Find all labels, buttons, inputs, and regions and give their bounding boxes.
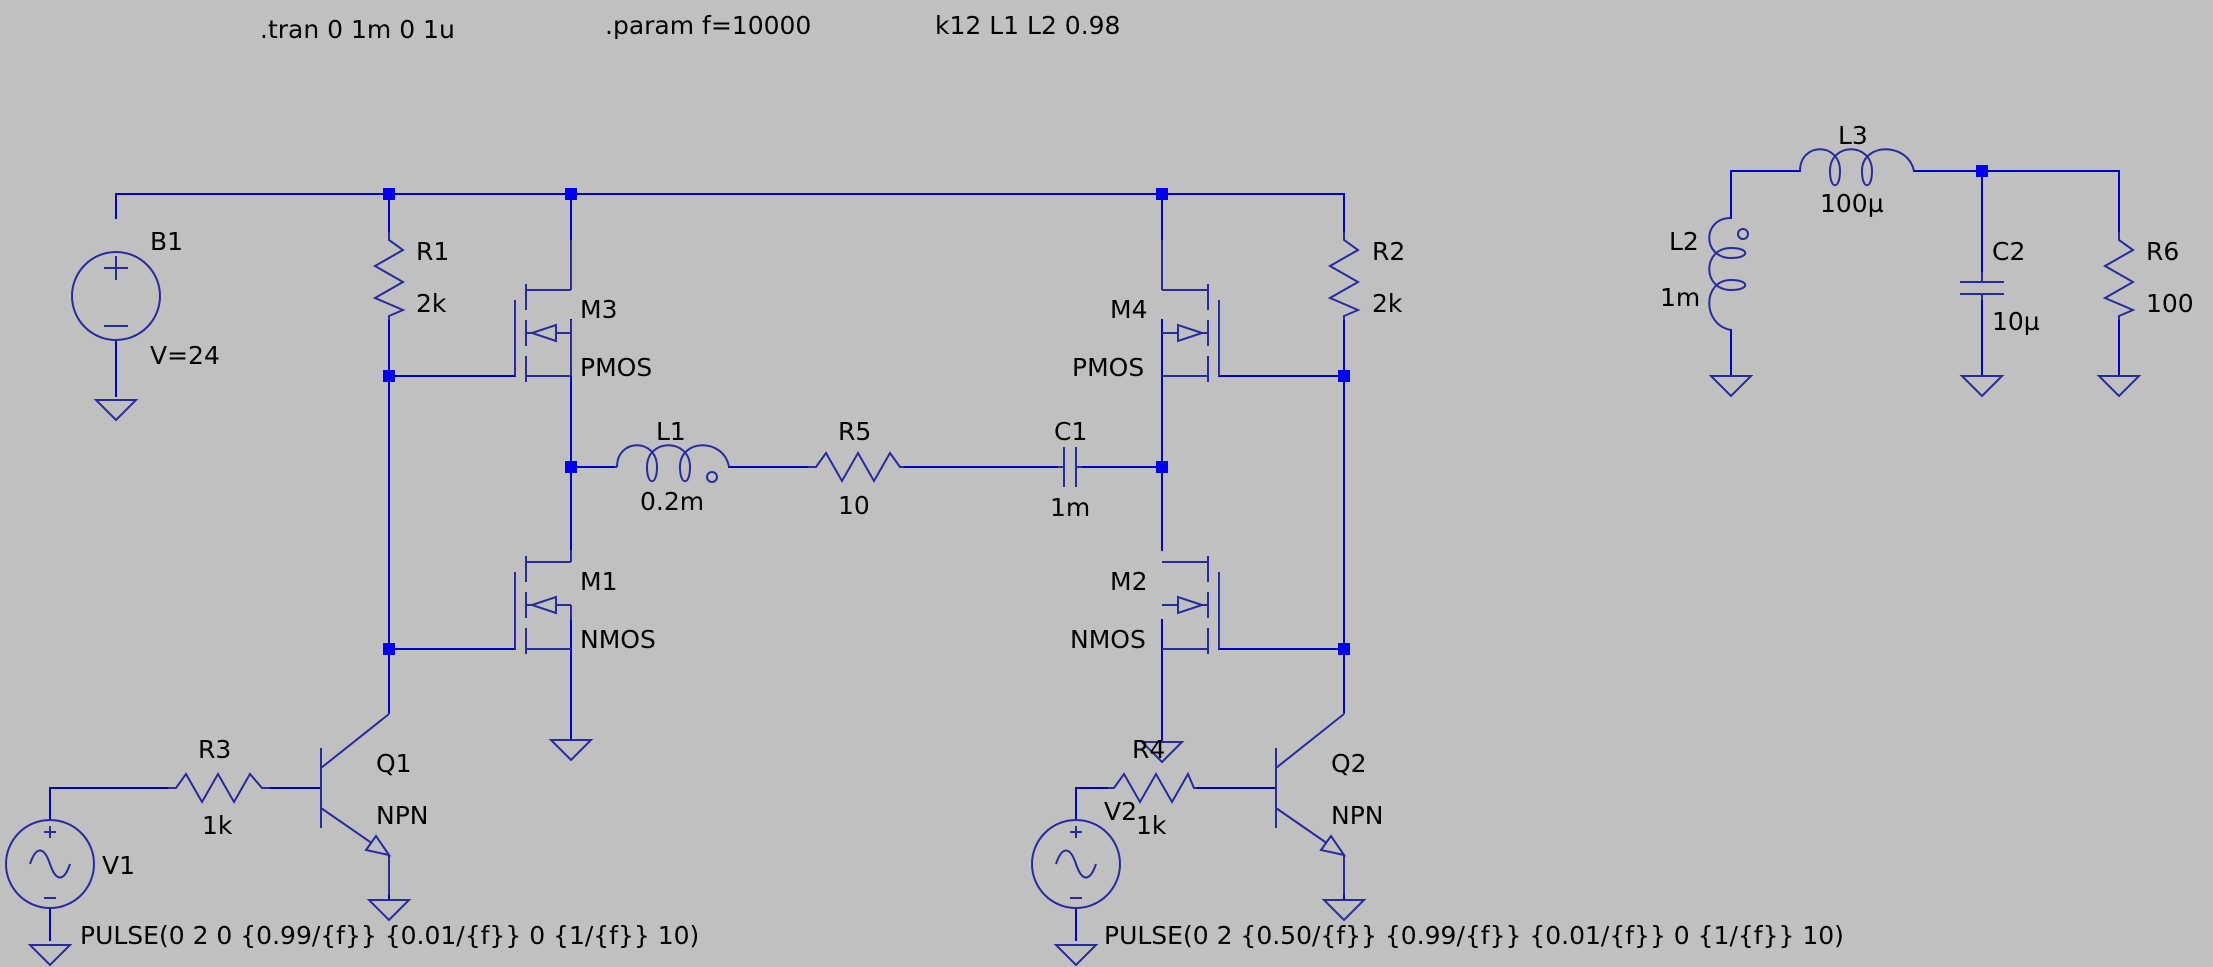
v2-source[interactable] xyxy=(1031,819,1121,909)
v1-source[interactable] xyxy=(5,819,95,909)
junctions xyxy=(383,165,1988,655)
q2-label: Q2 xyxy=(1331,749,1367,778)
q1-npn[interactable] xyxy=(320,713,392,895)
m2-nmos[interactable] xyxy=(1162,556,1220,654)
c2-capacitor[interactable] xyxy=(1960,272,2004,300)
c1-capacitor[interactable] xyxy=(1058,447,1082,487)
r1-label: R1 xyxy=(416,237,449,266)
c1-value: 1m xyxy=(1050,493,1090,522)
param-directive[interactable]: .param f=10000 xyxy=(605,11,811,40)
ground-symbols xyxy=(27,375,2142,967)
l2-inductor[interactable] xyxy=(1708,217,1749,331)
q1-value: NPN xyxy=(376,801,428,830)
tran-directive[interactable]: .tran 0 1m 0 1u xyxy=(260,15,455,44)
r5-resistor[interactable] xyxy=(808,450,904,484)
r3-value: 1k xyxy=(202,811,233,840)
r5-value: 10 xyxy=(838,491,870,520)
m1-label: M1 xyxy=(580,567,617,596)
v1-value: PULSE(0 2 0 {0.99/{f}} {0.01/{f}} 0 {1/{… xyxy=(80,921,699,950)
wires xyxy=(49,170,2120,941)
m2-label: M2 xyxy=(1110,567,1147,596)
r2-label: R2 xyxy=(1372,237,1405,266)
c2-value: 10µ xyxy=(1992,307,2040,336)
r1-resistor[interactable] xyxy=(372,232,406,320)
b1-source[interactable] xyxy=(71,251,161,341)
r4-resistor[interactable] xyxy=(1108,771,1197,805)
m4-value: PMOS xyxy=(1072,353,1144,382)
b1-value: V=24 xyxy=(150,341,220,370)
l1-inductor[interactable] xyxy=(615,444,730,483)
l1-value: 0.2m xyxy=(640,487,704,516)
r3-resistor[interactable] xyxy=(168,771,270,805)
coupling-directive[interactable]: k12 L1 L2 0.98 xyxy=(935,11,1120,40)
r6-label: R6 xyxy=(2146,237,2179,266)
m3-value: PMOS xyxy=(580,353,652,382)
m2-value: NMOS xyxy=(1070,625,1146,654)
c2-label: C2 xyxy=(1992,237,2025,266)
l2-value: 1m xyxy=(1660,283,1700,312)
m4-pmos[interactable] xyxy=(1161,240,1220,382)
l2-label: L2 xyxy=(1669,227,1699,256)
q2-value: NPN xyxy=(1331,801,1383,830)
r3-label: R3 xyxy=(198,735,231,764)
b1-label: B1 xyxy=(150,227,183,256)
r6-resistor[interactable] xyxy=(2102,232,2136,320)
c1-label: C1 xyxy=(1054,417,1087,446)
v2-value: PULSE(0 2 {0.50/{f}} {0.99/{f}} {0.01/{f… xyxy=(1104,921,1844,950)
m1-nmos[interactable] xyxy=(514,550,572,654)
l3-inductor[interactable] xyxy=(1799,148,1915,187)
v1-label: V1 xyxy=(102,851,135,880)
m1-value: NMOS xyxy=(580,625,656,654)
m4-label: M4 xyxy=(1110,295,1147,324)
q2-npn[interactable] xyxy=(1275,713,1347,895)
r5-label: R5 xyxy=(838,417,871,446)
l3-label: L3 xyxy=(1838,121,1868,150)
l1-label: L1 xyxy=(656,417,686,446)
r2-value: 2k xyxy=(1372,289,1403,318)
l3-value: 100µ xyxy=(1820,189,1884,218)
r4-value: 1k xyxy=(1136,811,1167,840)
r4-label: R4 xyxy=(1132,735,1165,764)
m3-label: M3 xyxy=(580,295,617,324)
r6-value: 100 xyxy=(2146,289,2194,318)
r1-value: 2k xyxy=(416,289,447,318)
q1-label: Q1 xyxy=(376,749,412,778)
r2-resistor[interactable] xyxy=(1327,232,1361,320)
m3-pmos[interactable] xyxy=(514,240,572,382)
v2-label: V2 xyxy=(1104,797,1137,826)
